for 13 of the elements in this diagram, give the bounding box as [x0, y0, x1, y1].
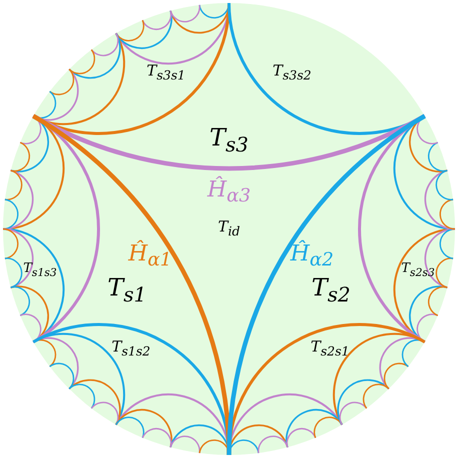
wall-label: Ĥ$_{α3}$	[207, 177, 251, 207]
region-label: T$_{s1s2}$	[112, 338, 150, 358]
wall-label: Ĥ$_{α2}$	[290, 241, 334, 271]
region-label: T$_{s3s2}$	[272, 62, 312, 82]
region-label: T$_{s1}$	[108, 274, 146, 306]
region-label: T$_{s3s1}$	[146, 62, 186, 82]
region-label: T$_{s2}$	[312, 274, 350, 306]
region-label: T$_{id}$	[218, 218, 240, 238]
region-label: T$_{s2s3}$	[401, 261, 435, 279]
wall-label: Ĥ$_{α1}$	[128, 241, 172, 271]
region-label: T$_{s3}$	[210, 124, 248, 156]
region-label: T$_{s1s3}$	[23, 261, 57, 279]
region-label: T$_{s2s1}$	[310, 338, 350, 358]
